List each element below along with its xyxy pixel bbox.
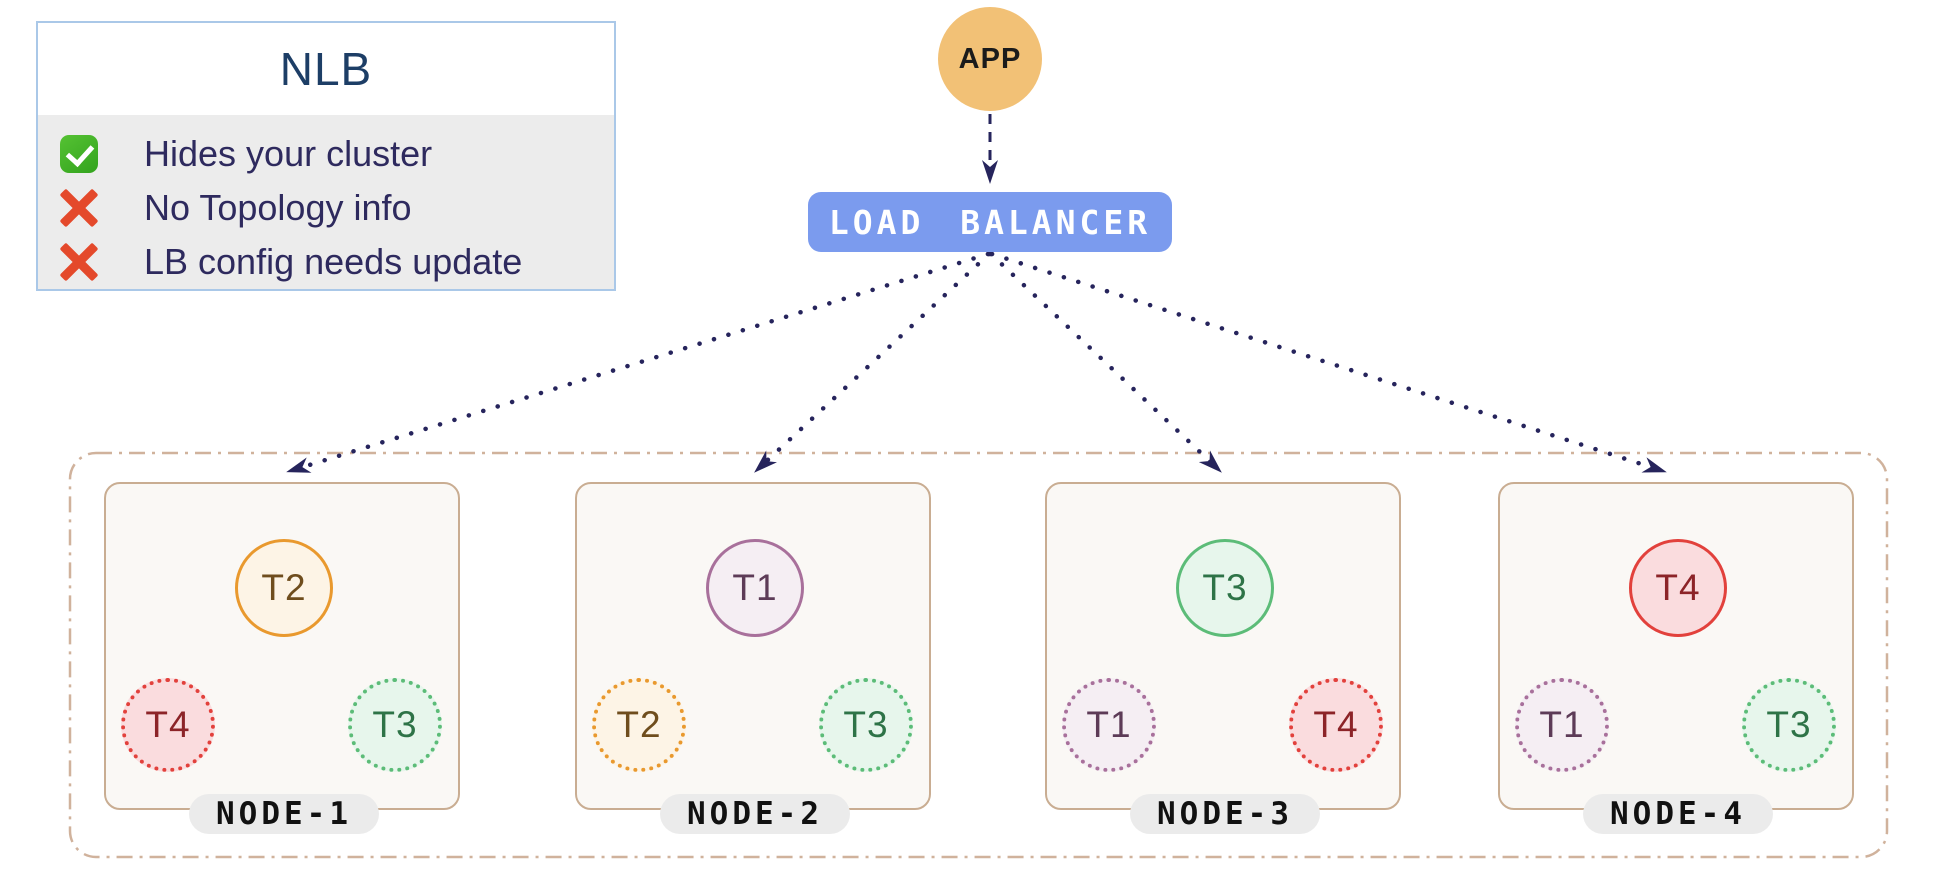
legend-item-text: Hides your cluster <box>144 133 433 174</box>
pod-t3-circle[interactable]: T3 <box>1742 678 1836 772</box>
pod-t3-circle[interactable]: T3 <box>819 678 913 772</box>
lb-to-node2-arrow <box>754 251 992 473</box>
node-name-pill: NODE-4 <box>1583 794 1773 834</box>
node-name: NODE-3 <box>1157 796 1293 832</box>
pod-t4-circle[interactable]: T4 <box>121 678 215 772</box>
node-name: NODE-2 <box>687 796 823 832</box>
legend-item: No Topology info <box>60 181 614 235</box>
node-name-pill: NODE-3 <box>1130 794 1320 834</box>
pod-t1-circle[interactable]: T1 <box>1515 678 1609 772</box>
cross-icon <box>60 189 98 227</box>
check-icon <box>60 135 98 173</box>
node-box-4[interactable]: T4 T1 T3 NODE-4 <box>1498 482 1854 834</box>
pod-label: T2 <box>261 567 307 608</box>
nlb-legend-panel[interactable]: NLB Hides your cluster No Topology info … <box>36 21 616 291</box>
pod-label: T4 <box>1313 704 1359 745</box>
node-box-3[interactable]: T3 T1 T4 NODE-3 <box>1045 482 1401 834</box>
node-box-1[interactable]: T2 T4 T3 NODE-1 <box>104 482 460 834</box>
legend-item: LB config needs update <box>60 235 614 289</box>
pod-label: T4 <box>145 704 191 745</box>
pod-t4-circle[interactable]: T4 <box>1289 678 1383 772</box>
lb-to-node4-arrow <box>989 251 1667 474</box>
app-label: APP <box>958 42 1022 75</box>
load-balancer-label: LOAD BALANCER <box>828 202 1152 242</box>
pod-t4-circle[interactable]: T4 <box>1629 539 1727 637</box>
legend-item: Hides your cluster <box>60 127 614 181</box>
cross-icon <box>60 243 98 281</box>
node-name-pill: NODE-2 <box>660 794 850 834</box>
legend-header: NLB <box>38 23 614 115</box>
pod-label: T1 <box>1086 704 1132 745</box>
pod-label: T2 <box>616 704 662 745</box>
pod-label: T3 <box>1766 704 1812 745</box>
app-node[interactable]: APP <box>938 7 1042 111</box>
pod-t3-circle[interactable]: T3 <box>1176 539 1274 637</box>
legend-item-text: LB config needs update <box>144 241 523 282</box>
legend-title: NLB <box>279 43 373 95</box>
lb-to-node3-arrow <box>988 251 1222 473</box>
legend-item-text: No Topology info <box>144 187 412 228</box>
node-name: NODE-1 <box>216 796 352 832</box>
legend-body: Hides your cluster No Topology info LB c… <box>38 115 614 289</box>
pod-label: T3 <box>1202 567 1248 608</box>
pod-label: T1 <box>732 567 778 608</box>
pod-label: T1 <box>1539 704 1585 745</box>
pod-t2-circle[interactable]: T2 <box>235 539 333 637</box>
pod-t2-circle[interactable]: T2 <box>592 678 686 772</box>
node-box-2[interactable]: T1 T2 T3 NODE-2 <box>575 482 931 834</box>
pod-t1-circle[interactable]: T1 <box>706 539 804 637</box>
pod-label: T4 <box>1655 567 1701 608</box>
load-balancer-node[interactable]: LOAD BALANCER <box>808 192 1172 252</box>
pod-label: T3 <box>843 704 889 745</box>
pod-t3-circle[interactable]: T3 <box>348 678 442 772</box>
node-name: NODE-4 <box>1610 796 1746 832</box>
pod-t1-circle[interactable]: T1 <box>1062 678 1156 772</box>
pod-label: T3 <box>372 704 418 745</box>
node-name-pill: NODE-1 <box>189 794 379 834</box>
